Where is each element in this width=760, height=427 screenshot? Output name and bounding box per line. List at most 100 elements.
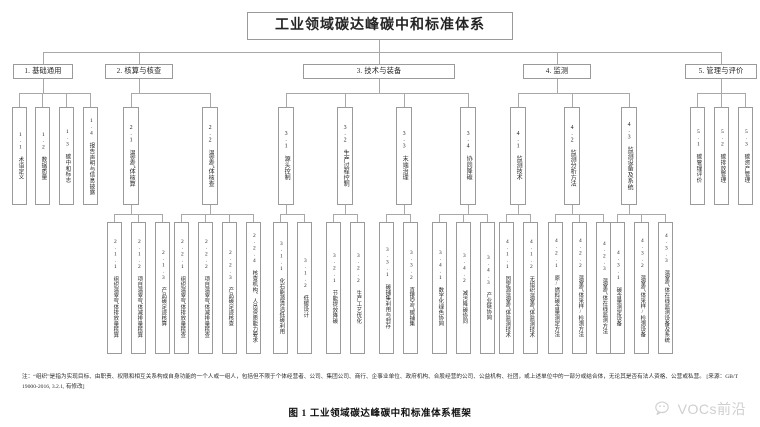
group-4-2[interactable]: 4.2 监测分析方法 [564, 107, 580, 205]
wechat-logo-icon [654, 401, 673, 417]
connector-b1-drop-3 [66, 93, 67, 107]
group-4-3[interactable]: 4.3 监测设备及系统 [621, 107, 637, 205]
connector-b3-3-drop-2 [410, 214, 411, 222]
connector-b2-1-drop-2 [138, 214, 139, 222]
branch-node-2[interactable]: 2. 核算与核查 [105, 64, 173, 79]
leaf-3-4-1[interactable]: 3.4.1 数字化绿色协同 [432, 222, 447, 354]
group-3-1[interactable]: 3.1 源头控制 [278, 107, 294, 205]
leaf-1-3[interactable]: 1.3 碳中和标志 [59, 107, 74, 205]
leaf-3-3-2[interactable]: 3.3.2 直接空气碳捕集 [403, 222, 418, 354]
connector-b4-2-drop-3 [603, 214, 604, 222]
leaf-2-2-4[interactable]: 2.2.4 核查机构、人员资质能力要求 [246, 222, 261, 354]
leaf-2-2-1[interactable]: 2.2.1 组织温室气体排放量核查 [174, 222, 189, 354]
connector-b3-4-drop-1 [439, 214, 440, 222]
leaf-3-2-1[interactable]: 3.2.1 节能提效降碳 [326, 222, 341, 354]
branch-node-1[interactable]: 1. 基础通用 [13, 64, 73, 79]
connector-b3-drop-3 [404, 93, 405, 107]
leaf-1-2[interactable]: 1.2 数据质量 [35, 107, 50, 205]
connector-b2-2-drop-1 [181, 214, 182, 222]
leaf-4-3-2[interactable]: 4.3.2 温室气体采样/检测设备 [634, 222, 649, 354]
connector-b2-1-drop-1 [114, 214, 115, 222]
leaf-3-2-2[interactable]: 3.2.2 生产工艺优化 [350, 222, 365, 354]
connector-b4-drop-2 [572, 93, 573, 107]
leaf-5-2[interactable]: 5.2 碳排放管理 [714, 107, 729, 205]
group-3-3[interactable]: 3.3 末端治理 [396, 107, 412, 205]
group-2-1[interactable]: 2.1 温室气体核算 [123, 107, 139, 205]
leaf-2-1-1[interactable]: 2.1.1 组织温室气体排放量核算 [107, 222, 122, 354]
connector-b4-bus [518, 93, 629, 94]
leaf-2-2-3[interactable]: 2.2.3 产品碳足迹核查 [222, 222, 237, 354]
connector-b3-2-drop-2 [357, 214, 358, 222]
connector-b3-4-drop-2 [463, 214, 464, 222]
watermark-label: VOCs前沿 [677, 401, 746, 417]
leaf-4-3-1[interactable]: 4.3.1 碳含量测定设备 [610, 222, 625, 354]
connector-b3-drop-2 [345, 93, 346, 107]
connector-drop-b5 [721, 52, 722, 64]
leaf-2-2-2[interactable]: 2.2.2 项目温室气体减排量核查 [198, 222, 213, 354]
connector-b3-stem [379, 79, 380, 93]
leaf-4-1-2[interactable]: 4.1.2 无组织温室气体监测技术 [523, 222, 538, 354]
connector-b4-3-drop-1 [617, 214, 618, 222]
branch-node-5[interactable]: 5. 管理与评价 [685, 64, 757, 79]
leaf-3-1-2[interactable]: 3.1.2 低碳设计 [297, 222, 312, 354]
connector-level2-bus [43, 52, 721, 53]
watermark: VOCs前沿 [654, 399, 746, 419]
connector-b3-2-bus [333, 214, 357, 215]
group-3-4[interactable]: 3.4 协同降碳 [460, 107, 476, 205]
leaf-3-4-3[interactable]: 3.4.3 产业链协同 [480, 222, 495, 354]
connector-b3-3-stem [404, 205, 405, 214]
connector-b4-1-bus [506, 214, 530, 215]
connector-b4-drop-1 [518, 93, 519, 107]
connector-b3-4-drop-3 [487, 214, 488, 222]
connector-b4-1-drop-2 [530, 214, 531, 222]
leaf-3-3-1[interactable]: 3.3.1 碳捕集利用与封存 [379, 222, 394, 354]
group-4-1[interactable]: 4.1 监测技术 [510, 107, 526, 205]
connector-b2-1-drop-3 [162, 214, 163, 222]
connector-drop-b2 [139, 52, 140, 64]
connector-b3-3-drop-1 [386, 214, 387, 222]
connector-b1-bus [19, 93, 90, 94]
connector-b3-drop-4 [468, 93, 469, 107]
connector-b2-2-drop-3 [229, 214, 230, 222]
leaf-4-3-3[interactable]: 4.3.3 温室气体在线监测设备及系统 [658, 222, 673, 354]
leaf-2-1-3[interactable]: 2.1.3 产品碳足迹核算 [155, 222, 170, 354]
leaf-2-1-2[interactable]: 2.1.2 项目温室气体减排量核算 [131, 222, 146, 354]
leaf-5-3[interactable]: 5.3 碳资产管理 [738, 107, 753, 205]
connector-b5-drop-3 [745, 93, 746, 107]
connector-b4-1-drop-1 [506, 214, 507, 222]
connector-b2-2-drop-2 [205, 214, 206, 222]
leaf-1-1[interactable]: 1.1 术语定义 [12, 107, 27, 205]
connector-b4-2-drop-1 [555, 214, 556, 222]
group-2-2[interactable]: 2.2 温室气体核查 [202, 107, 218, 205]
branch-node-3[interactable]: 3. 技术与装备 [303, 64, 455, 79]
leaf-4-2-3[interactable]: 4.2.3 温室气体在线监测方法 [596, 222, 611, 354]
connector-b5-drop-2 [721, 93, 722, 107]
connector-b5-stem [721, 79, 722, 93]
connector-b3-1-drop-2 [304, 214, 305, 222]
connector-b3-drop-1 [286, 93, 287, 107]
leaf-3-4-2[interactable]: 3.4.2 减污降碳协同 [456, 222, 471, 354]
connector-b1-drop-2 [42, 93, 43, 107]
connector-b2-2-stem [210, 205, 211, 214]
connector-b3-4-stem [468, 205, 469, 214]
leaf-3-1-1[interactable]: 3.1.1 化石能源清洁低碳利用 [273, 222, 288, 354]
figure-caption: 图 1 工业领域碳达峰碳中和标准体系框架 [288, 409, 472, 419]
branch-node-4[interactable]: 4. 监测 [523, 64, 591, 79]
connector-b2-2-drop-4 [253, 214, 254, 222]
leaf-1-4[interactable]: 1.4 报告声明与信息披露 [83, 107, 98, 205]
connector-b2-stem [139, 79, 140, 93]
connector-b4-3-drop-3 [665, 214, 666, 222]
group-3-2[interactable]: 3.2 生产过程控制 [337, 107, 353, 205]
connector-b3-2-drop-1 [333, 214, 334, 222]
leaf-4-2-1[interactable]: 4.2.1 原/燃料碳含量测定方法 [548, 222, 563, 354]
connector-b5-drop-1 [697, 93, 698, 107]
leaf-4-1-1[interactable]: 4.1.1 固定源温室气体监测技术 [499, 222, 514, 354]
connector-b3-2-stem [345, 205, 346, 214]
leaf-4-2-2[interactable]: 4.2.2 温室气体采样/检测方法 [572, 222, 587, 354]
connector-b4-drop-3 [629, 93, 630, 107]
connector-b2-1-stem [131, 205, 132, 214]
leaf-5-1[interactable]: 5.1 碳管理评价 [690, 107, 705, 205]
connector-b4-3-stem [629, 205, 630, 214]
connector-b3-1-bus [280, 214, 304, 215]
connector-b4-1-stem [518, 205, 519, 214]
